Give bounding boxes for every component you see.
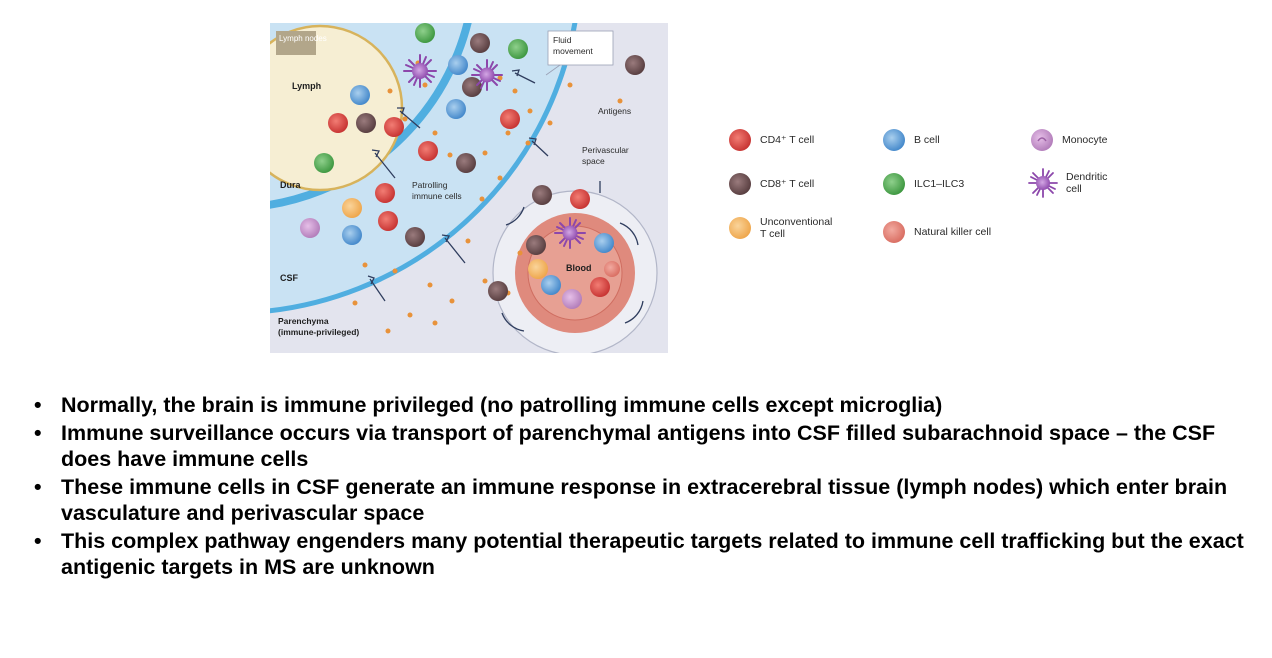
parenchyma-sublabel: (immune-privileged) [278,327,359,337]
lymph-nodes-label: Lymph nodes [279,34,327,43]
legend-item-monocyte: Monocyte [1030,128,1108,152]
bullet-icon: • [34,475,42,499]
patrolling-sublabel: immune cells [412,191,462,201]
bullet-text: This complex pathway engenders many pote… [61,529,1244,579]
dendritic-cell-icon [1028,168,1058,198]
legend-item-b-cell: B cell [882,128,940,152]
ilc-cell-icon [883,173,905,195]
legend-item-natural-killer-cell: Natural killer cell [882,220,991,244]
bullet-text: These immune cells in CSF generate an im… [61,475,1228,525]
legend-label: CD8⁺ T cell [760,178,815,190]
unconventional-t-cell-icon [729,217,751,239]
bullet-icon: • [34,421,42,445]
bullet-item: • Normally, the brain is immune privilege… [34,392,1254,418]
lymph-label: Lymph [292,81,321,91]
bullet-item: • Immune surveillance occurs via transpor… [34,420,1254,472]
legend-label: Unconventional T cell [760,216,833,240]
blood-label: Blood [566,263,592,273]
patrolling-label: Patrolling [412,180,448,190]
legend-label: CD4⁺ T cell [760,134,815,146]
diagram-illustration: Lymph nodes Lymph Dura CSF Parenchyma (i… [270,23,658,353]
legend-item-ilc-cell: ILC1–ILC3 [882,172,964,196]
perivascular-sublabel: space [582,156,605,166]
monocyte-icon [1031,129,1053,151]
natural-killer-cell-icon [883,221,905,243]
legend-label: Dendritic cell [1066,171,1108,195]
immune-surveillance-diagram: Lymph nodes Lymph Dura CSF Parenchyma (i… [270,23,668,353]
dura-label: Dura [280,180,301,190]
cd4-t-cell-icon [729,129,751,151]
antigens-label: Antigens [598,106,631,116]
legend-label: Monocyte [1062,134,1108,146]
antigen-dots [352,60,623,334]
key-points-list: • Normally, the brain is immune privilege… [34,392,1254,582]
legend-label: B cell [914,134,940,146]
bullet-icon: • [34,529,42,553]
bullet-text: Normally, the brain is immune privileged… [61,393,943,417]
b-cell-icon [883,129,905,151]
dendritic-cells [403,54,586,249]
legend-item-dendritic-cell: Dendritic cell [1028,168,1107,198]
fluid-movement-callout [547,30,614,66]
legend-item-cd4-t-cell: CD4⁺ T cell [728,128,814,152]
legend-label: ILC1–ILC3 [914,178,965,190]
cell-type-legend: CD4⁺ T cell B cell Monocyte CD8⁺ T cell … [728,120,1168,270]
fluid-label: Fluid [553,35,572,45]
perivascular-label: Perivascular [582,145,629,155]
cd8-t-cell-icon [729,173,751,195]
legend-item-unconventional-t-cell: Unconventional T cell [728,216,832,240]
bullet-item: • This complex pathway engenders many pot… [34,528,1254,580]
migration-arrows [367,69,644,332]
immune-cells [300,23,645,309]
bullet-text: Immune surveillance occurs via transport… [61,421,1216,471]
csf-label: CSF [280,273,299,283]
legend-label: Natural killer cell [914,226,992,238]
parenchyma-label: Parenchyma [278,316,329,326]
bullet-icon: • [34,393,42,417]
fluid-sublabel: movement [553,46,593,56]
legend-item-cd8-t-cell: CD8⁺ T cell [728,172,814,196]
lymph-nodes-tag [276,31,316,55]
bullet-item: • These immune cells in CSF generate an i… [34,474,1254,526]
